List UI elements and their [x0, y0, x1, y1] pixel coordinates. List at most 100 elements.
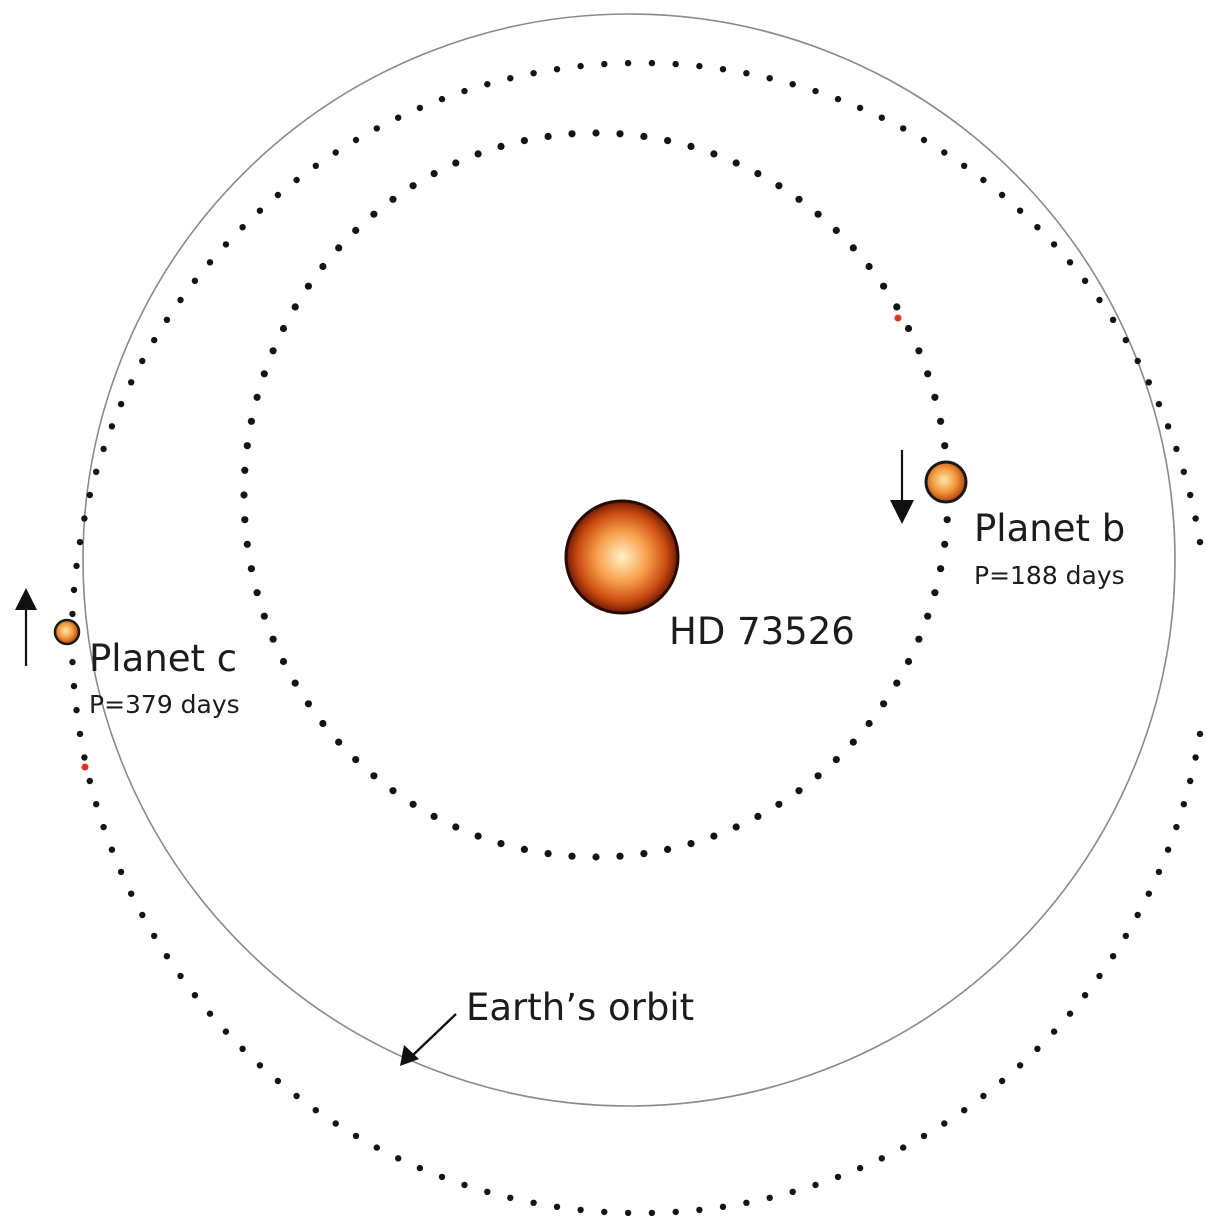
orbit-c-dot	[93, 468, 100, 475]
orbit-b-dot	[832, 226, 840, 234]
orbit-c-dot	[416, 1164, 424, 1172]
orbit-b-dot	[568, 852, 576, 860]
orbit-c-dot	[878, 1155, 885, 1162]
orbit-c-dot	[312, 162, 319, 169]
orbit-b-dot	[664, 845, 672, 854]
orbit-b-dot	[474, 150, 482, 158]
orbit-c-dot	[1180, 468, 1188, 475]
orbit-b-dot	[640, 850, 648, 858]
orbit-c-dot	[151, 932, 158, 940]
orbit-c-dot	[553, 66, 561, 73]
orbit-c-dot	[163, 953, 171, 960]
orbit-c-dot	[93, 801, 100, 808]
orbit-c-dot	[1034, 224, 1041, 231]
orbit-c-dot	[1173, 445, 1180, 453]
orbit-c-dot	[312, 1107, 319, 1114]
orbit-c-dot	[117, 400, 125, 408]
orbit-c-dot	[461, 1181, 468, 1189]
orbit-c-marker-dot	[81, 763, 89, 771]
orbit-c-dot	[70, 586, 78, 594]
orbit-b-dot	[370, 772, 378, 780]
orbit-c-dot	[151, 336, 158, 344]
orbit-c-dot	[1164, 423, 1172, 430]
orbit-c-dot	[1145, 379, 1153, 386]
orbit-c-dot	[1196, 730, 1204, 738]
orbit-b-dot	[904, 657, 913, 666]
orbit-b-dot	[241, 516, 249, 524]
orbit-b-dot	[352, 226, 360, 234]
orbit-b-dot	[335, 738, 343, 746]
orbit-b-dot	[880, 282, 888, 290]
orbit-b-dot	[915, 635, 923, 643]
orbit-b-dot	[814, 210, 822, 218]
orbit-b-dot	[335, 244, 343, 252]
planet-b-orbit	[240, 129, 951, 861]
orbit-b-dot	[849, 244, 857, 252]
orbit-c-dot	[206, 259, 214, 266]
orbit-c-dot	[1066, 1010, 1074, 1017]
planet-c	[53, 618, 81, 646]
orbit-c-dot	[373, 125, 380, 132]
orbit-c-dot	[1066, 259, 1074, 266]
orbit-c-dot	[577, 62, 584, 70]
orbit-c-dot	[438, 95, 446, 103]
orbit-b-dot	[710, 150, 718, 158]
orbit-c-dot	[128, 379, 135, 386]
orbit-c-dot	[100, 823, 107, 831]
orbit-c-dot	[719, 66, 727, 73]
orbit-b-dot	[943, 516, 951, 524]
orbit-c-dot	[76, 730, 84, 738]
orbit-c-dot	[461, 87, 468, 95]
orbit-b-dot	[664, 137, 672, 145]
orbit-b-dot	[409, 800, 417, 808]
orbit-c-dot	[980, 176, 987, 184]
orbit-c-dot	[696, 62, 703, 70]
orbit-c-dot	[81, 515, 88, 522]
orbit-c-dot	[789, 1188, 796, 1196]
orbit-c-dot	[76, 538, 84, 546]
orbit-b-dot	[409, 182, 417, 190]
orbit-b-dot	[269, 635, 277, 643]
orbit-c-dot	[1173, 823, 1180, 831]
orbit-c-dot	[108, 423, 116, 430]
orbit-c-dot	[416, 104, 424, 112]
orbit-b-dot	[592, 853, 600, 861]
orbit-c-dot	[1122, 336, 1130, 344]
orbit-c-dot	[719, 1203, 727, 1211]
orbit-c-dot	[191, 277, 199, 284]
orbit-c-dot	[1145, 890, 1153, 897]
orbit-b-dot	[775, 182, 783, 190]
orbit-b-dot	[260, 370, 268, 378]
orbit-c-dot	[998, 191, 1006, 199]
orbit-b-dot	[260, 612, 268, 620]
orbit-c-dot	[856, 104, 864, 112]
orbit-b-dot	[931, 393, 939, 401]
orbit-c-dot	[648, 1209, 656, 1217]
orbit-c-dot	[139, 911, 146, 919]
orbit-b-dot	[937, 565, 945, 573]
orbit-c-dot	[1192, 754, 1199, 761]
orbit-c-dot	[239, 224, 246, 231]
orbit-b-dot	[775, 800, 783, 808]
orbit-c-dot	[332, 149, 339, 156]
orbit-c-dot	[812, 1181, 819, 1189]
orbit-c-dot	[1155, 400, 1163, 408]
orbit-c-dot	[128, 890, 135, 897]
orbit-b-dot	[795, 195, 803, 203]
star-label: HD 73526	[669, 610, 855, 653]
orbit-c-dot	[961, 1107, 968, 1114]
orbit-b-dot	[616, 130, 624, 138]
orbit-c-dot	[1122, 932, 1130, 940]
orbit-b-dot	[452, 823, 460, 831]
orbit-c-dot	[484, 81, 491, 88]
orbit-b-marker-dot	[894, 314, 902, 322]
orbit-c-dot	[332, 1120, 339, 1127]
orbit-c-dot	[1109, 953, 1117, 960]
orbit-c-dot	[900, 125, 907, 132]
planet-b-label: Planet b	[974, 507, 1126, 550]
orbit-c-dot	[530, 1199, 537, 1207]
orbit-c-dot	[920, 1132, 928, 1140]
orbit-c-dot	[601, 1208, 608, 1216]
orbit-c-dot	[139, 357, 146, 365]
